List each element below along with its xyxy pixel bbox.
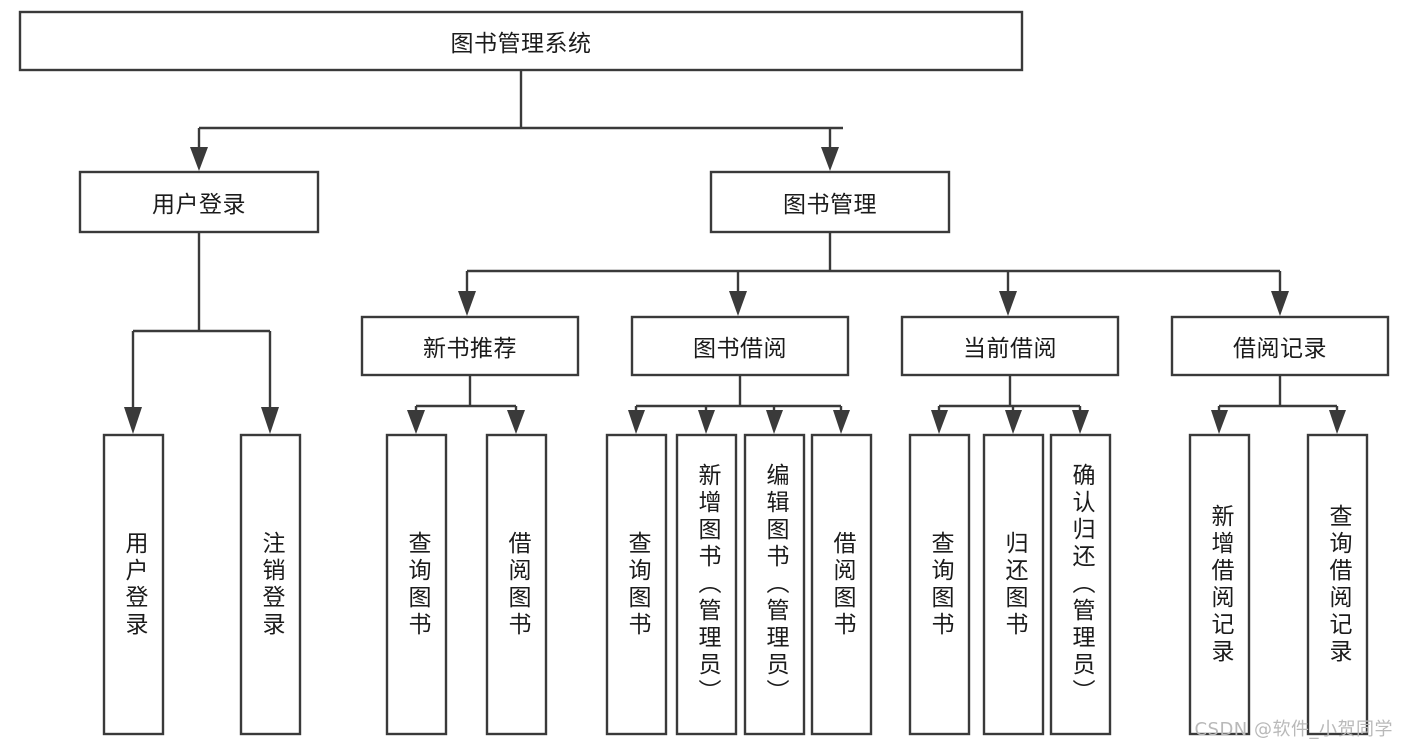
node-root-box[interactable] xyxy=(18,10,1024,72)
arrow-head-icon xyxy=(1211,410,1228,434)
arrow-head-icon xyxy=(1072,410,1089,434)
arrow-head-icon xyxy=(698,410,715,434)
connector-newbook-to-leaves xyxy=(407,375,525,434)
connector-borrowrecord-to-leaves xyxy=(1211,375,1346,434)
connector-root-to-level2 xyxy=(190,70,843,171)
arrow-head-icon xyxy=(458,291,476,316)
leaf-edit-book-admin-box[interactable] xyxy=(743,433,806,736)
leaf-add-book-admin-box[interactable] xyxy=(675,433,738,736)
csdn-watermark: CSDN @软件_小贺同学 xyxy=(1194,719,1393,740)
leaf-query-borrow-record-box[interactable] xyxy=(1306,433,1369,736)
arrow-head-icon xyxy=(766,410,783,434)
node-borrow-record-box[interactable] xyxy=(1170,315,1390,377)
arrow-head-icon xyxy=(407,410,425,434)
arrow-head-icon xyxy=(729,291,747,316)
arrow-head-icon xyxy=(1271,291,1289,316)
leaf-query-book-rec-box[interactable] xyxy=(385,433,448,736)
arrow-head-icon xyxy=(931,410,948,434)
leaf-logout-login-box[interactable] xyxy=(239,433,302,736)
connector-currentborrow-to-leaves xyxy=(931,375,1089,434)
leaf-return-book-box[interactable] xyxy=(982,433,1045,736)
leaf-borrow-book-rec-box[interactable] xyxy=(485,433,548,736)
node-user-login-box[interactable] xyxy=(78,170,320,234)
arrow-head-icon xyxy=(190,147,208,171)
arrow-head-icon xyxy=(261,407,279,434)
leaf-query-book-borrow-box[interactable] xyxy=(605,433,668,736)
leaf-user-login-box[interactable] xyxy=(102,433,165,736)
leaf-confirm-return-admin-box[interactable] xyxy=(1049,433,1112,736)
arrow-head-icon xyxy=(821,147,839,171)
connector-userlogin-to-leaves xyxy=(124,232,279,434)
connector-bookborrow-to-leaves xyxy=(628,375,850,434)
arrow-head-icon xyxy=(628,410,645,434)
leaf-borrow-book-box[interactable] xyxy=(810,433,873,736)
leaf-add-borrow-record-box[interactable] xyxy=(1188,433,1251,736)
node-new-book-recommend-box[interactable] xyxy=(360,315,580,377)
node-book-management-box[interactable] xyxy=(709,170,951,234)
arrow-head-icon xyxy=(507,410,525,434)
arrow-head-icon xyxy=(1329,410,1346,434)
arrow-head-icon xyxy=(124,407,142,434)
connector-bookmgmt-to-level3 xyxy=(458,232,1289,316)
arrow-head-icon xyxy=(833,410,850,434)
node-book-borrow-box[interactable] xyxy=(630,315,850,377)
node-current-borrow-box[interactable] xyxy=(900,315,1120,377)
arrow-head-icon xyxy=(999,291,1017,316)
leaf-query-book-current-box[interactable] xyxy=(908,433,971,736)
arrow-head-icon xyxy=(1005,410,1022,434)
